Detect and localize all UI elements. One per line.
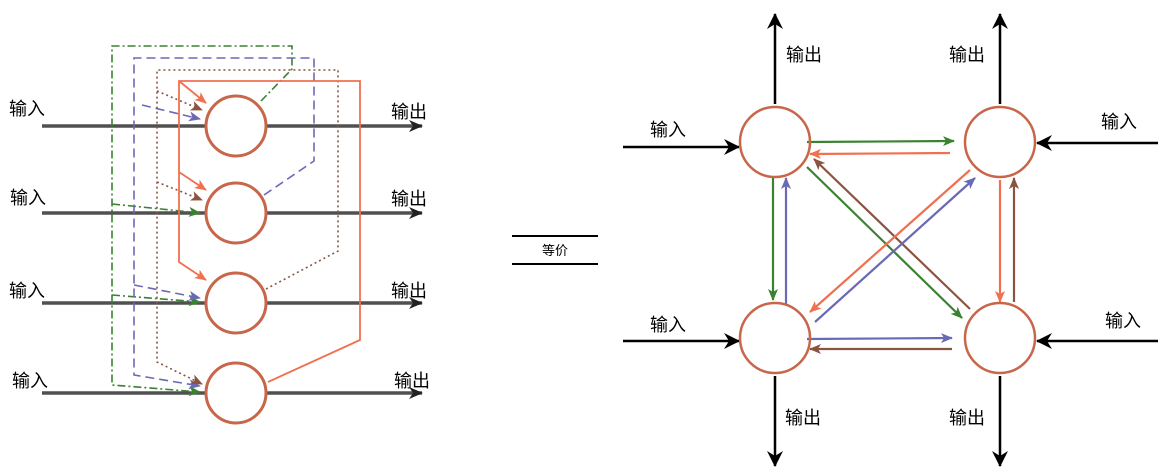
equivalence-sign: 等价	[512, 235, 598, 265]
right-input-label-bl: 输入	[650, 315, 686, 336]
feedback-green-dashdot	[111, 45, 293, 397]
right-output-label-br: 输出	[949, 408, 985, 429]
left-node-4	[204, 361, 268, 425]
right-diagram: 输入 输入 输入 输入 输出 输出 输出 输出	[623, 13, 1158, 467]
edge-bl-to-tr	[814, 177, 976, 323]
edge-tr-to-bl	[809, 169, 971, 313]
equivalence-label: 等价	[542, 243, 568, 259]
feedback-brown-dotted	[156, 69, 339, 385]
left-input-label-3: 输入	[9, 281, 45, 302]
left-input-label-4: 输入	[12, 371, 48, 392]
right-input-label-tr: 输入	[1101, 112, 1137, 133]
edge-tr-to-tl	[809, 148, 951, 159]
feedback-salmon-solid	[178, 80, 361, 383]
left-node-3	[204, 271, 268, 335]
left-input-label-1: 输入	[9, 99, 45, 120]
edge-tl-to-br	[806, 166, 963, 319]
right-output-label-tr: 输出	[949, 45, 985, 66]
left-diagram: 输入 输入 输入 输入 输出 输出 输出 输出	[9, 45, 430, 425]
left-node-2	[204, 181, 268, 245]
right-node-bl	[738, 301, 812, 375]
left-node-1	[204, 94, 268, 158]
left-output-label-3: 输出	[391, 281, 427, 302]
right-input-label-tl: 输入	[650, 120, 686, 141]
left-output-label-4: 输出	[394, 371, 430, 392]
right-input-label-br: 输入	[1105, 311, 1141, 332]
left-output-label-1: 输出	[391, 102, 427, 123]
edge-tl-to-tr	[806, 136, 955, 147]
feedback-blue-dashed	[133, 57, 315, 390]
right-node-tl	[738, 105, 812, 179]
right-node-br	[963, 301, 1037, 375]
edge-br-to-tl	[813, 158, 971, 310]
right-output-label-tl: 输出	[786, 45, 822, 66]
left-output-label-2: 输出	[391, 189, 427, 210]
right-node-tr	[963, 105, 1037, 179]
edge-bl-to-br	[806, 333, 953, 344]
right-output-label-bl: 输出	[785, 408, 821, 429]
left-input-label-2: 输入	[10, 188, 46, 209]
